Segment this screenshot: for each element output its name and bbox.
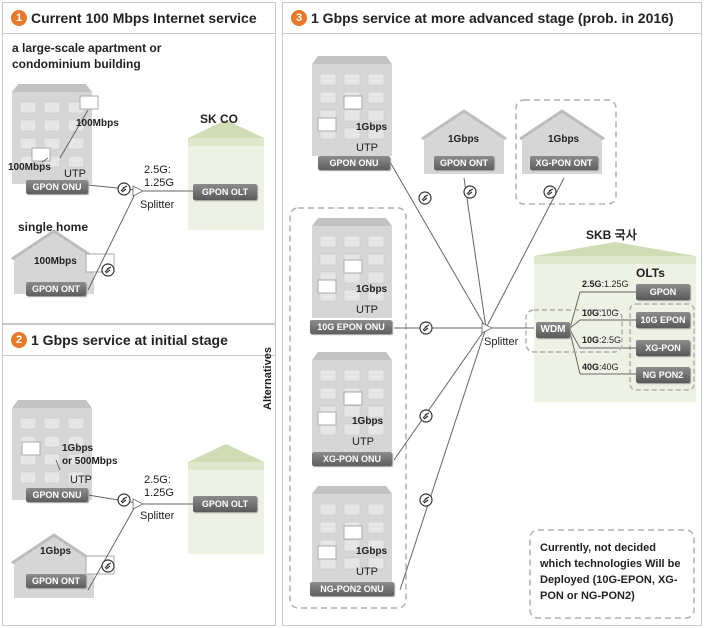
ng-pon2-olt-device: NG PON2 bbox=[636, 367, 690, 383]
ratio-upstream: :1.25G bbox=[601, 279, 629, 289]
step-number-badge: 2 bbox=[11, 332, 27, 348]
deployment-note: Currently, not decided which technologie… bbox=[540, 542, 681, 602]
speed-label: 1Gbps or 500Mbps bbox=[62, 443, 118, 467]
epon-10g-onu-device: 10G EPON ONU bbox=[310, 320, 392, 334]
speed-label: 100Mbps bbox=[8, 162, 51, 173]
ratio-downstream: 40G bbox=[582, 362, 600, 372]
utp-label: UTP bbox=[70, 474, 92, 486]
xg-pon-ont-device: XG-PON ONT bbox=[530, 156, 598, 170]
ratio-downstream: 2.5G bbox=[582, 279, 602, 289]
wavelength-ratio: 10G:10G bbox=[582, 308, 619, 318]
step-number-badge: 1 bbox=[11, 10, 27, 26]
epon-10g-olt-device: 10G EPON bbox=[636, 312, 690, 328]
split-ratio-label: 2.5G: 1.25G bbox=[144, 474, 174, 499]
gpon-ont-device: GPON ONT bbox=[26, 282, 86, 296]
panel-header: 2 1 Gbps service at initial stage bbox=[3, 325, 275, 356]
gpon-olt-device: GPON OLT bbox=[193, 184, 257, 200]
gpon-onu-device: GPON ONU bbox=[26, 488, 88, 502]
ratio-downstream: 10G bbox=[582, 308, 600, 318]
speed-label: 1Gbps bbox=[356, 284, 388, 295]
gpon-olt-device: GPON bbox=[636, 284, 690, 300]
utp-label: UTP bbox=[356, 304, 378, 316]
speed-label: 1Gbps bbox=[448, 134, 480, 145]
utp-label: UTP bbox=[356, 566, 378, 578]
splitter-label: Splitter bbox=[484, 336, 519, 348]
ratio-upstream: :10G bbox=[599, 308, 619, 318]
gpon-onu-device: GPON ONU bbox=[318, 156, 390, 170]
utp-label: UTP bbox=[64, 168, 86, 180]
speed-label: 1Gbps bbox=[356, 122, 388, 133]
speed-label: 1Gbps bbox=[40, 546, 72, 557]
wdm-device: WDM bbox=[536, 322, 570, 338]
skb-office-label: SKB 국사 bbox=[586, 228, 637, 242]
ratio-upstream: :40G bbox=[599, 362, 619, 372]
building-caption: a large-scale apartment or condominium b… bbox=[12, 41, 162, 71]
speed-label: 100Mbps bbox=[76, 118, 119, 129]
panel-header: 1 Current 100 Mbps Internet service bbox=[3, 3, 275, 34]
speed-label: 1Gbps bbox=[548, 134, 580, 145]
central-office-label: SK CO bbox=[200, 112, 239, 126]
panel-title: 1 Gbps service at more advanced stage (p… bbox=[311, 10, 674, 26]
split-ratio-label: 2.5G: 1.25G bbox=[144, 164, 174, 189]
wavelength-ratio: 40G:40G bbox=[582, 362, 619, 372]
single-home-label: single home bbox=[18, 220, 89, 234]
alternatives-label: Alternatives bbox=[262, 347, 274, 410]
splitter-label: Splitter bbox=[140, 199, 175, 211]
xg-pon-olt-device: XG-PON bbox=[636, 340, 690, 356]
ratio-upstream: :2.5G bbox=[599, 335, 622, 345]
gpon-ont-device: GPON ONT bbox=[26, 574, 86, 588]
panel-header: 3 1 Gbps service at more advanced stage … bbox=[283, 3, 701, 34]
ng-pon2-onu-device: NG-PON2 ONU bbox=[310, 582, 394, 596]
speed-label: 1Gbps bbox=[356, 546, 388, 557]
speed-label: 1Gbps bbox=[352, 416, 384, 427]
panel-title: Current 100 Mbps Internet service bbox=[31, 10, 257, 26]
wavelength-ratio: 10G:2.5G bbox=[582, 335, 621, 345]
olts-label: OLTs bbox=[636, 266, 665, 280]
splitter-label: Splitter bbox=[140, 510, 175, 522]
ratio-downstream: 10G bbox=[582, 335, 600, 345]
speed-label: 100Mbps bbox=[34, 256, 77, 267]
gpon-onu-device: GPON ONU bbox=[26, 180, 88, 194]
step-number-badge: 3 bbox=[291, 10, 307, 26]
panel-title: 1 Gbps service at initial stage bbox=[31, 332, 228, 348]
xg-pon-onu-device: XG-PON ONU bbox=[312, 452, 392, 466]
utp-label: UTP bbox=[356, 142, 378, 154]
wavelength-ratio: 2.5G:1.25G bbox=[582, 279, 629, 289]
gpon-olt-device: GPON OLT bbox=[193, 496, 257, 512]
gpon-ont-device: GPON ONT bbox=[434, 156, 494, 170]
utp-label: UTP bbox=[352, 436, 374, 448]
